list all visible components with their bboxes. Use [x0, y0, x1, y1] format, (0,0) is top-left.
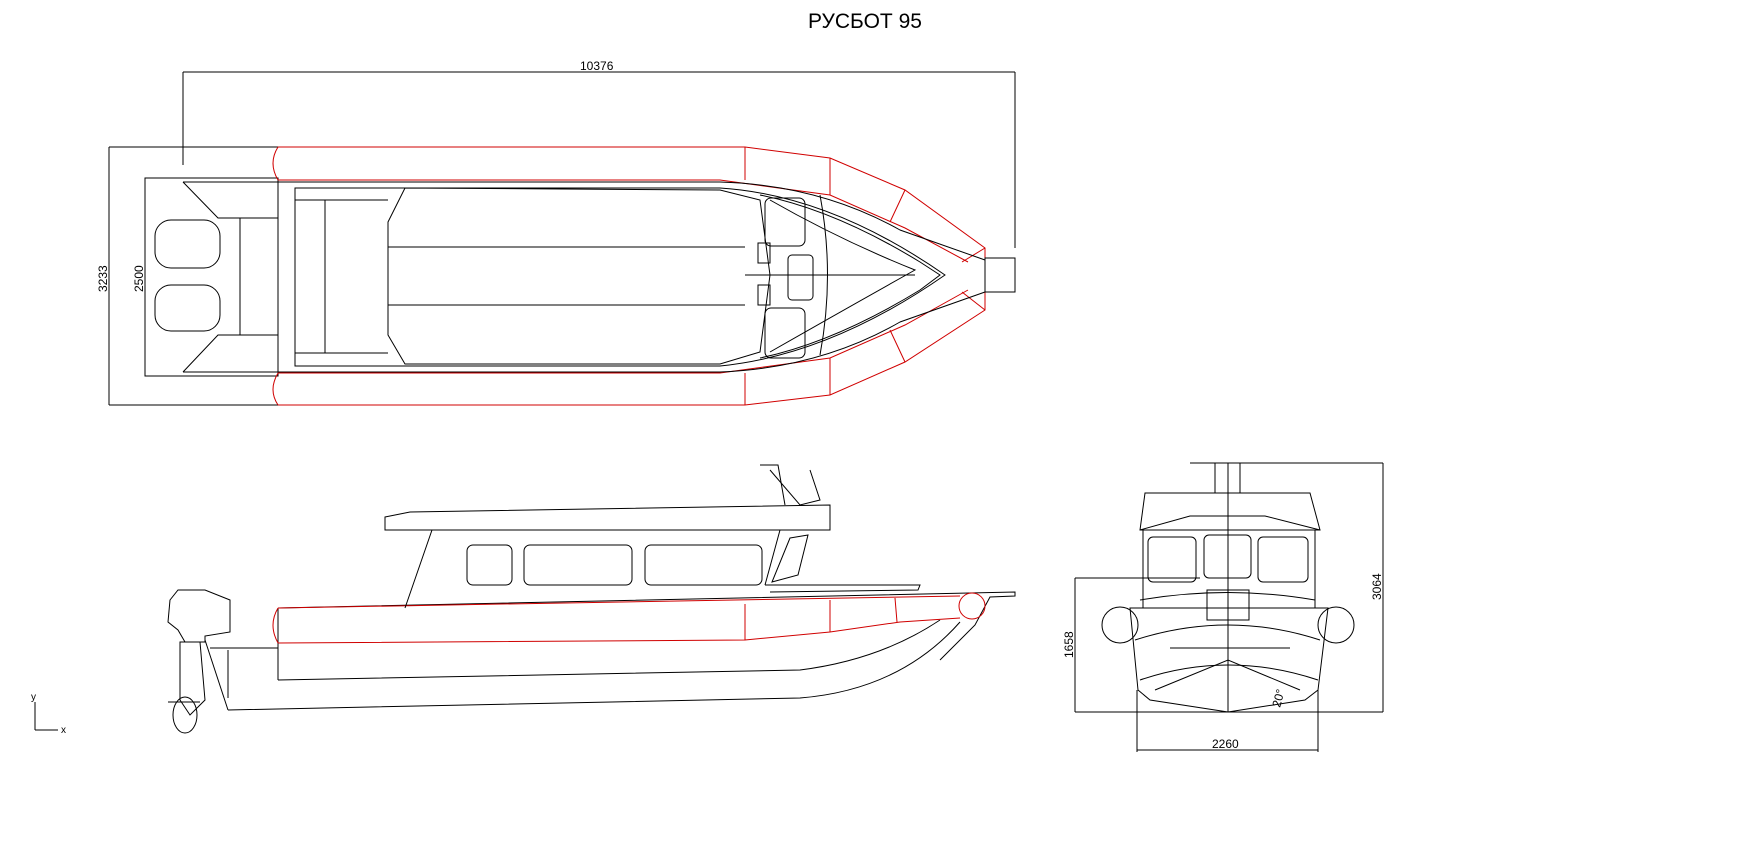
tube-right — [1317, 606, 1355, 644]
axis-x-label: x — [61, 725, 66, 736]
waterline-height-label: 1658 — [1062, 631, 1076, 658]
length-dimension: 10376 — [182, 59, 1016, 248]
length-label: 10376 — [580, 59, 614, 73]
height-dimensions: 3064 1658 2260 20° — [1062, 462, 1384, 752]
hull-front — [1101, 606, 1355, 713]
front-window-right — [1257, 536, 1309, 583]
fender-tube-side — [272, 592, 986, 644]
window-top-2 — [764, 307, 806, 359]
side-window-3 — [644, 544, 763, 586]
cabin-side — [384, 464, 921, 609]
transom-platform — [144, 177, 279, 377]
hull-beam-label: 2500 — [132, 265, 146, 292]
width-label: 2260 — [1212, 737, 1239, 751]
outboard-motor — [167, 589, 231, 734]
front-view: 3064 1658 2260 20° — [1062, 462, 1384, 752]
motor-top-2 — [154, 284, 221, 332]
top-view: 10376 3233 2500 — [96, 59, 1016, 406]
front-window-left — [1147, 536, 1197, 583]
window-top-1 — [764, 197, 806, 247]
overall-height-label: 3064 — [1370, 573, 1384, 600]
hull-top — [278, 181, 1016, 373]
axis-indicator: y x — [31, 692, 66, 736]
tube-left — [1101, 606, 1139, 644]
motor-top-1 — [154, 219, 221, 269]
beam-label: 3233 — [96, 265, 110, 292]
side-window-1 — [466, 544, 513, 586]
hull-side — [210, 591, 1016, 711]
drawing-title: РУСБОТ 95 — [808, 10, 922, 33]
cabin-front — [1139, 462, 1321, 712]
side-window-2 — [523, 544, 633, 586]
axis-y-label: y — [31, 692, 36, 703]
front-window-center — [1203, 534, 1252, 579]
side-view: y x — [31, 464, 1016, 736]
